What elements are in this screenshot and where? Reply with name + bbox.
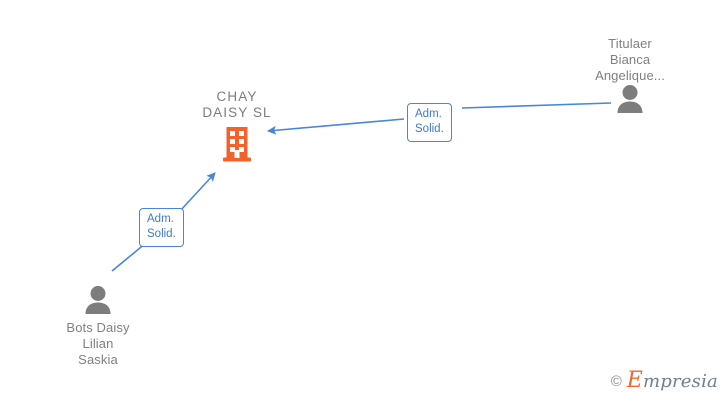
person-icon [617,85,643,113]
building-icon [223,127,251,162]
edge-label-left[interactable]: Adm. Solid. [139,208,184,247]
empresia-logo: Empresia [627,370,718,392]
empresia-logo-initial: E [626,368,644,393]
node-company[interactable]: CHAY DAISY SL [162,89,312,163]
edge-left-segment-outer [111,242,147,272]
watermark: © Empresia [611,370,718,392]
node-person-right[interactable]: Titulaer Bianca Angelique... [555,31,705,114]
copyright-icon: © [610,372,622,390]
company-node-label: CHAY DAISY SL [202,89,272,120]
edge-label-right[interactable]: Adm. Solid. [407,103,452,142]
person-left-label: Bots Daisy Lilian Saskia [66,320,130,367]
person-icon [85,286,111,314]
node-person-left[interactable]: Bots Daisy Lilian Saskia [23,285,173,368]
empresia-logo-text: mpresia [643,371,718,392]
person-right-label: Titulaer Bianca Angelique... [595,36,665,83]
edge-left-segment-inner [179,172,216,212]
